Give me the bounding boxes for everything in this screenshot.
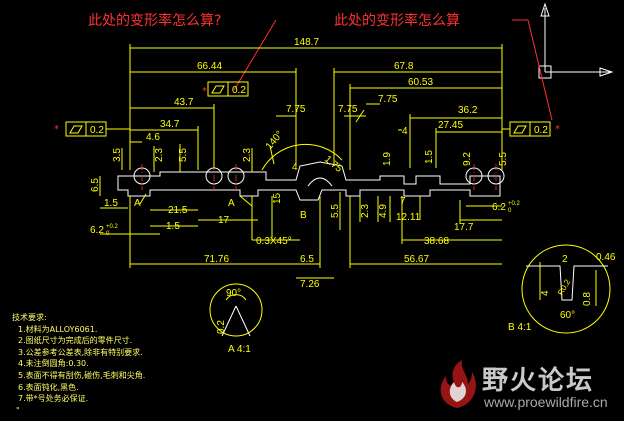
flatness-frames bbox=[65, 81, 551, 137]
dim-2-3-a: 2.3 bbox=[154, 148, 165, 162]
detail-a-dim: 0.2 bbox=[216, 320, 227, 334]
dim-7-75-b: 7.75 bbox=[338, 104, 358, 115]
detail-a-angle: 90° bbox=[226, 288, 241, 299]
detail-a-label: A 4:1 bbox=[228, 344, 251, 355]
annotation-leaders bbox=[233, 19, 553, 121]
dim-36-2: 36.2 bbox=[458, 105, 478, 116]
dim-71-76: 71.76 bbox=[204, 254, 229, 265]
annotation-left-question: 此处的变形率怎么算? bbox=[88, 12, 221, 29]
dim-4-b: 4 bbox=[292, 162, 298, 173]
dim-21-5: 21.5 bbox=[168, 205, 188, 216]
watermark-url: www.proewildfire.cn bbox=[484, 394, 608, 410]
flatness-mid-value: 0.2 bbox=[232, 85, 246, 96]
dimension-lines bbox=[99, 44, 503, 279]
watermark: 野火论坛 www.proewildfire.cn bbox=[432, 356, 622, 416]
dim-4-9: 4.9 bbox=[378, 204, 389, 218]
part-profile bbox=[117, 161, 505, 201]
dim-2-3-c: 2.3 bbox=[360, 204, 371, 218]
dim-6-2-left-tol-zero: 0 bbox=[106, 231, 110, 237]
detail-b-d0-46: 0.46 bbox=[596, 252, 616, 263]
flame-logo-icon bbox=[440, 360, 476, 408]
dim-4-6: 4.6 bbox=[146, 132, 160, 143]
notes-title: 技术要求: bbox=[12, 313, 47, 322]
detail-b-d0-8: 0.8 bbox=[582, 292, 593, 306]
dim-1-5-b: 1.5 bbox=[424, 150, 435, 164]
flatness-right-value: 0.2 bbox=[534, 125, 548, 136]
dim-1-5-c: 1.5 bbox=[166, 221, 180, 232]
detail-b-d2: 2 bbox=[562, 254, 568, 265]
annotation-right-question: 此处的变形率怎么算 bbox=[334, 12, 460, 29]
detail-a-view bbox=[209, 283, 263, 337]
dim-7-75-c: 7.75 bbox=[378, 94, 398, 105]
dim-1-75: 1.75 bbox=[322, 154, 344, 175]
detail-b-label: B 4:1 bbox=[508, 322, 532, 333]
dim-5-5-b: 5.5 bbox=[330, 204, 341, 218]
dim-1-9: 1.9 bbox=[382, 152, 393, 166]
detail-b-radius: R0.2 bbox=[556, 277, 573, 297]
centerlines bbox=[141, 164, 497, 190]
dim-34-7: 34.7 bbox=[160, 119, 180, 130]
detail-b-view bbox=[521, 244, 611, 334]
dim-1-5: 1.5 bbox=[104, 198, 118, 209]
dim-60-53: 60.53 bbox=[408, 77, 433, 88]
notes-item-1: 1.材料为ALLOY6061. bbox=[18, 324, 98, 334]
dim-43-7: 43.7 bbox=[174, 97, 194, 108]
notes-item-6: 6.表面钝化,黑色. bbox=[18, 382, 79, 392]
dim-2-3-b: 2.3 bbox=[242, 148, 253, 162]
dim-12-11: 12.11 bbox=[396, 212, 421, 223]
asterisk-far-left: * bbox=[54, 124, 59, 135]
watermark-title: 野火论坛 bbox=[482, 366, 595, 396]
technical-requirements: 技术要求: 1.材料为ALLOY6061. 2.图纸尺寸为完成后的零件尺寸. 3… bbox=[12, 312, 145, 416]
dim-17: 17 bbox=[218, 215, 230, 226]
notes-item-2: 2.图纸尺寸为完成后的零件尺寸. bbox=[18, 336, 133, 346]
dim-7: 7 bbox=[400, 196, 406, 207]
notes-footer: " bbox=[16, 405, 20, 415]
dim-38-68: 38.68 bbox=[424, 236, 449, 247]
dim-67-8: 67.8 bbox=[394, 61, 414, 72]
asterisk-left: * bbox=[202, 86, 207, 97]
dim-label-a-mid: A bbox=[228, 198, 235, 209]
dim-17-7: 17.7 bbox=[454, 222, 474, 233]
dim-6-5-b: 6.5 bbox=[300, 254, 314, 265]
notes-item-7: 7.带*号处务必保证. bbox=[18, 394, 89, 404]
dim-7-75-a: 7.75 bbox=[286, 104, 306, 115]
detail-b-d4: 4 bbox=[540, 290, 551, 296]
dim-6-2-left-tol-plus: +0.2 bbox=[106, 224, 119, 230]
asterisk-right: * bbox=[555, 124, 560, 135]
dim-6-2-right-tol-zero: 0 bbox=[508, 208, 512, 214]
dim-140: 140° bbox=[264, 129, 286, 152]
dim-6-5: 6.5 bbox=[90, 178, 101, 192]
dim-27-45: 27.45 bbox=[438, 120, 463, 131]
dim-66-44: 66.44 bbox=[197, 61, 222, 72]
notes-item-3: 3.公差参考公差表,除非有特别要求. bbox=[18, 347, 143, 357]
dim-0-3x45: 0.3X45° bbox=[256, 236, 292, 247]
dim-6-2-left: 6.2 bbox=[90, 225, 104, 236]
detail-b-angle: 60° bbox=[560, 310, 575, 321]
dim-9-2: 9.2 bbox=[462, 152, 473, 166]
dim-15: 15 bbox=[272, 192, 283, 204]
dim-148-7: 148.7 bbox=[294, 37, 319, 48]
dim-5-5-a: 5.5 bbox=[178, 148, 189, 162]
dim-56-67: 56.67 bbox=[404, 254, 429, 265]
flatness-left-value: 0.2 bbox=[90, 125, 104, 136]
dim-label-b: B bbox=[300, 210, 307, 221]
dim-6-2-right-tol-plus: +0.2 bbox=[508, 201, 521, 207]
dim-6-2-right: 6.2 bbox=[492, 202, 506, 213]
dim-label-a-left: A bbox=[134, 198, 141, 209]
ucs-axis-icon bbox=[538, 2, 614, 79]
dim-4: 4 bbox=[402, 126, 408, 137]
dim-5-5-c: 5.5 bbox=[498, 152, 509, 166]
notes-item-4: 4.未注倒圆角:0.30. bbox=[18, 359, 89, 369]
notes-item-5: 5.表面不得有刮伤,碰伤,毛刺和尖角. bbox=[18, 370, 146, 380]
arc-140 bbox=[261, 143, 343, 171]
dim-3-5: 3.5 bbox=[112, 148, 123, 162]
dim-7-26: 7.26 bbox=[300, 279, 320, 290]
